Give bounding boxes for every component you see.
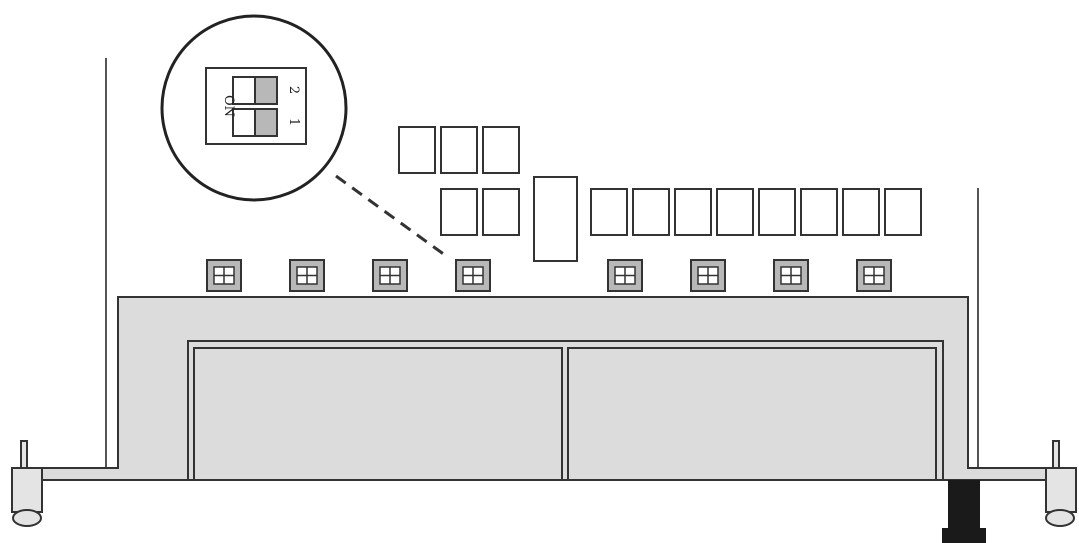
mounting-hardware [11,440,1077,527]
connector-upper [948,480,980,530]
dip-switch-8 [856,259,892,292]
chip-row-5 [758,188,796,236]
dip-switch-1 [206,259,242,292]
right-post [1052,440,1060,470]
chip-row-2 [632,188,670,236]
dip-switch-row [206,259,892,292]
chip-mid-1 [440,188,478,236]
chip-components [398,126,922,262]
callout-switch-2-label: 2 [286,86,301,94]
dip-switch-3 [372,259,408,292]
right-foot-pad [1045,509,1075,527]
callout-switch-1-label: 1 [286,118,301,126]
dip-switch-7 [773,259,809,292]
callout-switch-1-lower [254,108,278,137]
chip-row-6 [800,188,838,236]
chip-mid-2 [482,188,520,236]
panel-slot-left [193,347,563,481]
chip-row-1 [590,188,628,236]
left-post [20,440,28,470]
chip-row-4 [716,188,754,236]
callout-on-label: ON [221,95,236,117]
dip-switch-5 [607,259,643,292]
dip-switch-6 [690,259,726,292]
connector-lower [942,528,986,543]
connector [942,480,986,543]
dip-switch-2 [289,259,325,292]
chip-top-1 [398,126,436,174]
tall-chip [533,176,578,262]
panel-slot-right [567,347,937,481]
callout-switch-2-lower [254,76,278,105]
chip-top-3 [482,126,520,174]
dip-switch-4 [455,259,491,292]
callout-magnifier: ON 2 1 [160,14,348,202]
chip-row-7 [842,188,880,236]
right-foot [1045,467,1077,513]
front-panel [41,296,1047,481]
callout-leader-line [335,174,450,260]
left-foot-pad [12,509,42,527]
chip-row-8 [884,188,922,236]
board-edges [105,58,979,468]
left-foot [11,467,43,513]
chip-top-2 [440,126,478,174]
chip-row-3 [674,188,712,236]
